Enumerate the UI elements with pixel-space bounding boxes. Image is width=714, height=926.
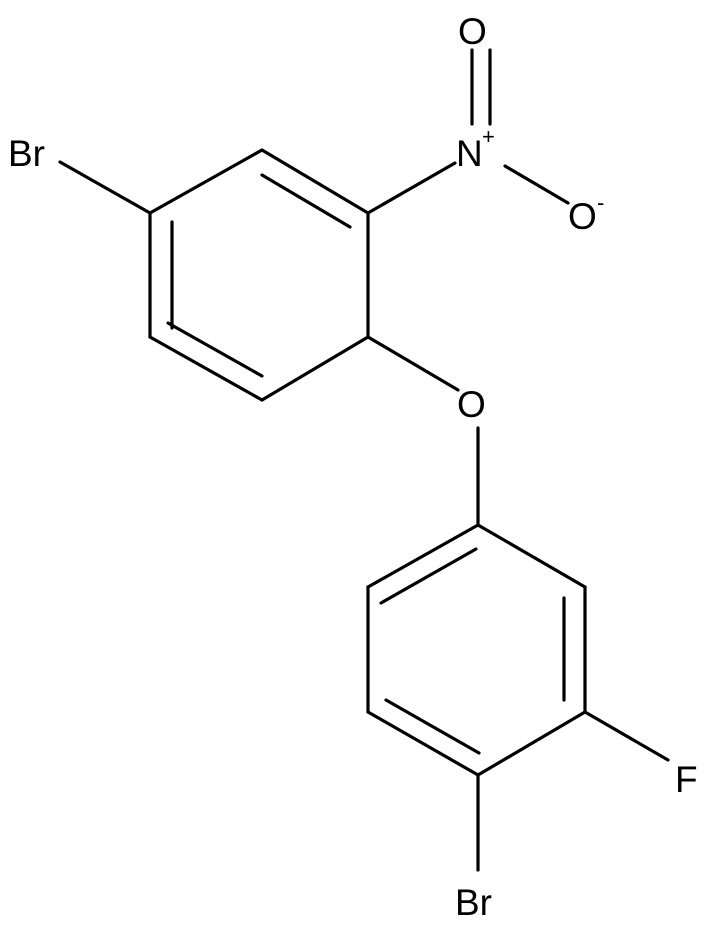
- nitrogen-label: N: [456, 133, 483, 174]
- bond-ring1-e-inner: [166, 321, 264, 378]
- oxygen-double-bond-label: O: [458, 11, 487, 52]
- ether-oxygen-label: O: [457, 384, 486, 425]
- bond-ring1-b-inner: [260, 173, 352, 229]
- oxygen-negative-charge: -: [597, 190, 604, 215]
- fluorine-label: F: [675, 759, 698, 800]
- bond-ring1-e: [148, 335, 264, 402]
- bond-ring2-a-inner: [379, 547, 478, 605]
- bond-ring2-f: [476, 523, 587, 589]
- bromine-label-bottom: Br: [455, 882, 492, 923]
- nitrogen-positive-charge: +: [482, 124, 495, 149]
- bond-c-br1: [58, 160, 152, 215]
- bond-ring2-c: [366, 710, 480, 777]
- bond-ring1-a: [148, 148, 264, 215]
- bond-c-o-ether: [366, 335, 460, 392]
- bond-c-f: [583, 710, 670, 762]
- bottom-benzene-ring: [366, 523, 587, 777]
- bond-ring2-c-inner: [384, 698, 481, 755]
- top-benzene-ring: [148, 148, 370, 402]
- bond-ring2-a: [366, 523, 480, 589]
- bond-ring2-d: [476, 710, 587, 777]
- bond-n-o-minus: [503, 164, 570, 205]
- bond-ring1-b: [260, 148, 370, 215]
- bond-ring1-d: [260, 335, 370, 402]
- bond-c-n: [366, 161, 457, 215]
- oxygen-anion-label: O: [568, 196, 597, 237]
- bromine-label-top: Br: [8, 133, 45, 174]
